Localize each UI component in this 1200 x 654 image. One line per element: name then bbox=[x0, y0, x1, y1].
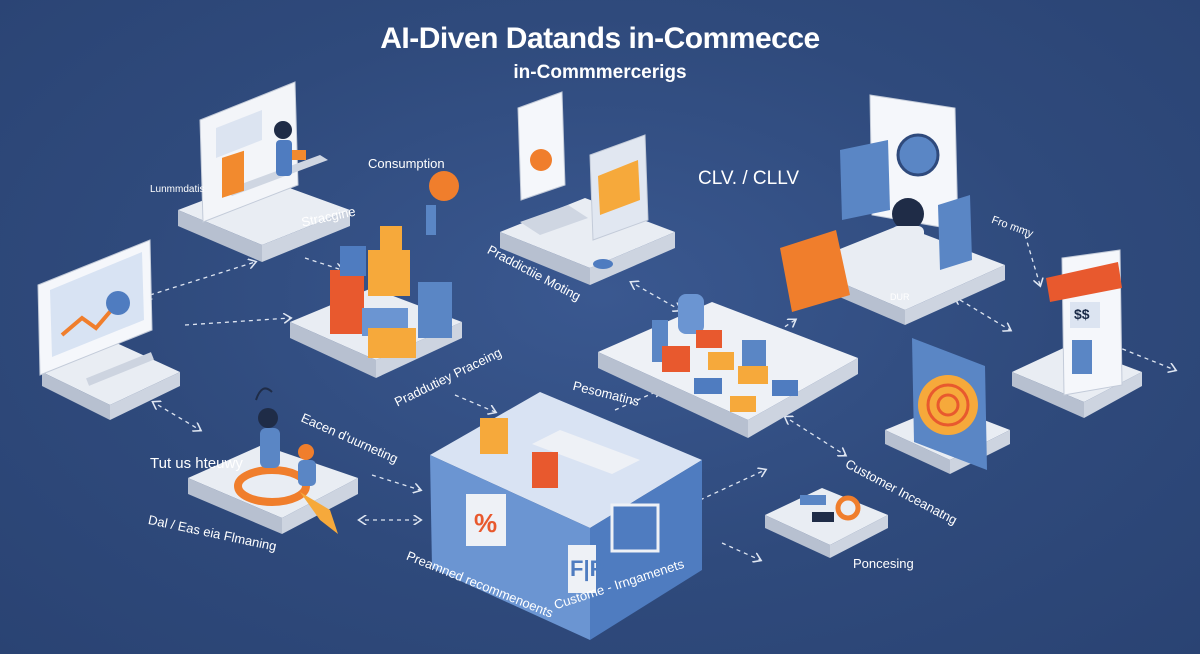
arrow-right-3 bbox=[1099, 339, 1175, 370]
tiles-board bbox=[598, 294, 858, 438]
arrow-cube-bottom bbox=[699, 470, 765, 501]
arrow-monitor-down bbox=[184, 318, 290, 326]
arrow-right-2 bbox=[1024, 234, 1040, 285]
sub-title: in-Commmercerigs bbox=[513, 62, 687, 83]
label-dur: DUR bbox=[890, 292, 910, 302]
arrow-shield bbox=[790, 420, 845, 455]
label-poncesing: Poncesing bbox=[853, 556, 914, 571]
arrow-laptop-stack bbox=[304, 257, 342, 270]
main-title: AI-Diven Datands in-Commecce bbox=[380, 22, 820, 55]
dollar-glyph: $$ bbox=[1074, 306, 1090, 322]
percent-glyph: % bbox=[474, 508, 498, 538]
arrow-bottom-right bbox=[721, 542, 760, 560]
arrow-monitor-laptop bbox=[150, 262, 255, 295]
label-clv: CLV. / CLLV bbox=[698, 168, 800, 189]
connector-arrows bbox=[150, 234, 1175, 560]
arrow-left-mid bbox=[454, 394, 495, 412]
label-tut-us-heway: Tut us hteuwy bbox=[150, 455, 243, 472]
arrow-to-cube bbox=[371, 474, 420, 490]
label-left-small: Lunmmdatis bbox=[150, 184, 205, 195]
target-panel bbox=[885, 338, 1010, 474]
bottom-right-platform bbox=[765, 488, 888, 558]
top-right-workstation bbox=[780, 94, 1005, 325]
block-stack-platform bbox=[290, 171, 462, 378]
left-monitor bbox=[37, 239, 180, 420]
fp-glyph: F|P bbox=[570, 556, 605, 581]
center-desk bbox=[500, 91, 675, 285]
central-cube bbox=[430, 392, 702, 640]
laptop-platform bbox=[178, 81, 350, 262]
arrow-center-right bbox=[636, 285, 680, 310]
child-ring-platform bbox=[188, 387, 358, 534]
arrow-monitor-child bbox=[158, 405, 200, 430]
label-consumption: Consumption bbox=[368, 156, 445, 171]
storefront bbox=[1012, 249, 1142, 418]
arrow-right-1 bbox=[960, 300, 1010, 330]
